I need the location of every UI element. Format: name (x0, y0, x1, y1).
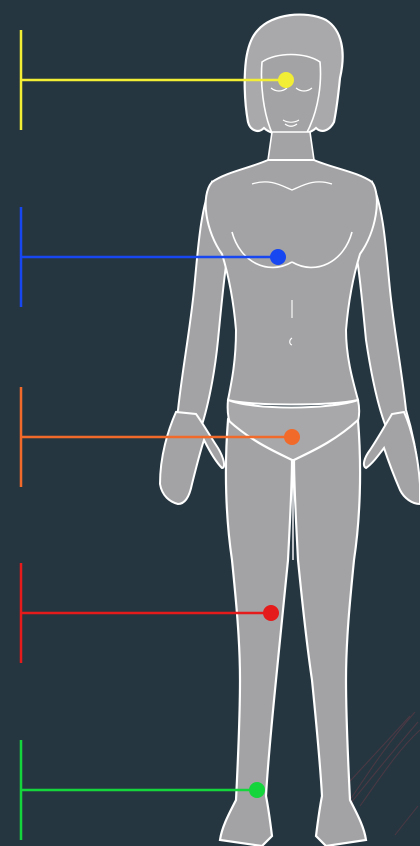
right-hand-shape (364, 412, 420, 504)
torso-shape (206, 160, 377, 405)
neck-shape (268, 132, 314, 160)
marker-chest-dot[interactable] (270, 249, 286, 265)
left-hand-shape (160, 412, 224, 504)
marker-head-dot[interactable] (278, 72, 294, 88)
marker-knee-dot[interactable] (263, 605, 279, 621)
marker-ankle-dot[interactable] (249, 782, 265, 798)
right-leg-shape (294, 420, 366, 846)
marker-pelvis-dot[interactable] (284, 429, 300, 445)
